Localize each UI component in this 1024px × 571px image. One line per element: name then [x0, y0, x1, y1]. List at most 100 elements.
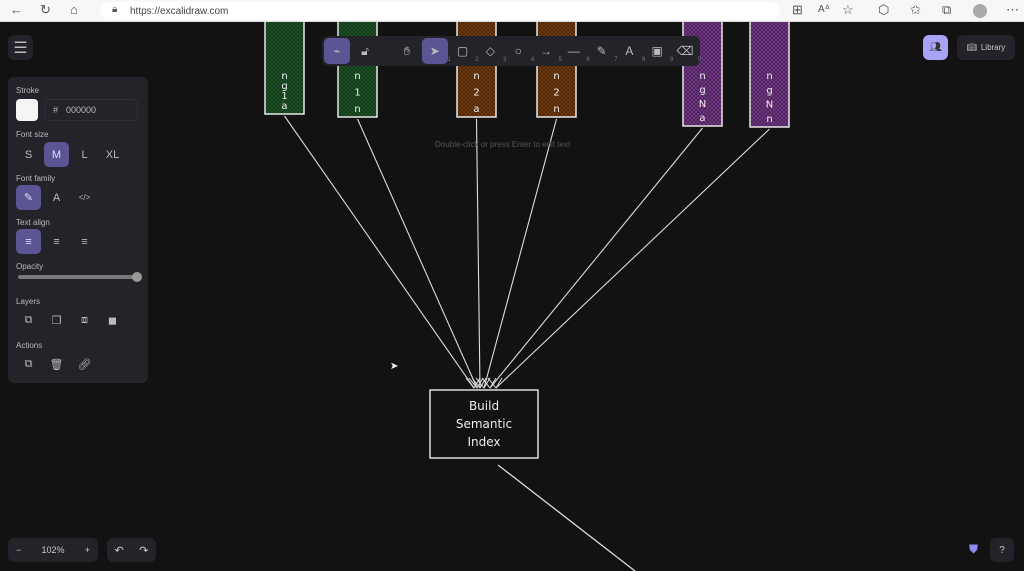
opacity-slider[interactable]	[18, 272, 142, 282]
arrowhead	[468, 377, 484, 389]
apps-icon[interactable]: ⊞	[792, 2, 803, 17]
tool-shortcut: 3	[503, 57, 507, 63]
tool-image[interactable]: ▣9	[644, 38, 674, 64]
stroke-hex-input[interactable]: #000000	[44, 99, 138, 121]
tool-rectangle[interactable]: ▢2	[450, 38, 479, 64]
column-letter: g	[699, 85, 705, 96]
tool-ellipse[interactable]: ○4	[505, 38, 535, 64]
font-code-icon[interactable]: </>	[78, 193, 91, 202]
address-bar[interactable]: https://excalidraw.com	[100, 2, 780, 20]
tool-shortcut: 4	[530, 57, 535, 63]
column-letter: a	[281, 101, 287, 112]
send-backward-icon[interactable]: ❐	[51, 315, 62, 327]
column-letter: 1	[281, 91, 287, 102]
column-letter: n	[766, 114, 772, 125]
tool-hand[interactable]: ✋︎	[394, 38, 420, 64]
zoom-reset-button[interactable]: 102%	[41, 545, 65, 555]
link-icon[interactable]: 🔗︎	[77, 359, 92, 371]
redo-icon[interactable]: ↷	[139, 544, 149, 557]
shield-icon[interactable]: ⛊	[969, 542, 979, 556]
column-letter: 2	[473, 88, 479, 99]
column-letter: N	[699, 99, 706, 110]
text-align-label: Text align	[16, 218, 50, 227]
arrowhead	[475, 377, 491, 389]
tool-shortcut: 0	[697, 57, 701, 63]
line-icon: —	[567, 44, 580, 58]
image-icon: ▣	[651, 44, 663, 58]
column-letter: a	[699, 113, 705, 124]
keep-tool-active-button[interactable]: ⌁	[324, 38, 350, 64]
tool-selection[interactable]: ➤1	[421, 38, 451, 64]
font-size-s[interactable]: S	[24, 148, 33, 161]
connector-arrow	[475, 118, 481, 389]
actions-label: Actions	[16, 341, 43, 350]
zoom-out-button[interactable]: −	[16, 545, 22, 555]
font-hand-drawn-icon[interactable]: ✎	[16, 185, 41, 210]
lock-icon: 🔒︎	[112, 4, 118, 15]
delete-icon[interactable]: 🗑︎	[49, 359, 64, 371]
tool-draw[interactable]: ✎7	[589, 38, 618, 64]
favorites-icon[interactable]: ✩	[910, 2, 921, 17]
tool-shortcut: 9	[669, 57, 674, 63]
profile-avatar[interactable]	[973, 4, 987, 18]
font-size-l[interactable]: L	[81, 148, 88, 161]
font-size-label: Font size	[16, 130, 49, 139]
browser-bar: ← ↻ ⌂ https://excalidraw.com 🔒︎ ⊞ Aᐞ ☆ ⬡…	[0, 0, 1024, 22]
tool-eraser[interactable]: ⌫0	[672, 38, 701, 64]
rectangle-icon: ▢	[456, 44, 469, 58]
sticky-column	[749, 22, 790, 128]
column-letter: 2	[553, 88, 559, 99]
undo-redo-controls: ↶↷	[107, 538, 156, 562]
home-icon[interactable]: ⌂	[70, 2, 78, 17]
hex-value: 000000	[66, 105, 97, 115]
tool-line[interactable]: —6	[561, 38, 590, 64]
font-normal-icon[interactable]: A	[52, 191, 61, 204]
align-left-icon[interactable]: ≡	[16, 229, 41, 254]
collaborate-button[interactable]: 👥︎	[923, 35, 948, 60]
column-letter: n	[553, 104, 559, 115]
refresh-icon[interactable]: ↻	[40, 2, 51, 17]
diamond-icon: ◇	[485, 44, 495, 58]
tool-diamond[interactable]: ◇3	[477, 38, 507, 64]
opacity-slider-thumb[interactable]	[132, 272, 142, 282]
ellipse-icon: ○	[514, 44, 522, 58]
undo-icon[interactable]: ↶	[114, 544, 124, 557]
tool-arrow[interactable]: →5	[533, 38, 562, 64]
back-icon[interactable]: ←	[10, 2, 23, 17]
zoom-in-button[interactable]: +	[84, 545, 90, 555]
library-button[interactable]: 📖︎Library	[957, 35, 1015, 60]
column-letter: n	[473, 71, 479, 82]
read-aloud-icon[interactable]: Aᐞ	[818, 4, 831, 15]
eraser-icon: ⌫	[676, 44, 694, 58]
connector-arrow	[356, 118, 478, 389]
align-center-icon[interactable]: ≡	[53, 235, 60, 248]
help-button[interactable]: ?	[990, 538, 1014, 562]
column-letter: a	[473, 104, 479, 115]
box-text-line: Semantic	[456, 417, 512, 431]
tool-shortcut: 2	[475, 57, 479, 63]
extensions-icon[interactable]: ⬡	[878, 2, 890, 17]
box-text-line: Index	[467, 435, 500, 449]
bring-to-front-icon[interactable]: ◼	[107, 315, 118, 327]
connector-arrow	[284, 115, 475, 389]
favorite-icon[interactable]: ☆	[842, 2, 854, 17]
font-size-m[interactable]: M	[44, 142, 69, 167]
align-right-icon[interactable]: ≡	[81, 235, 88, 248]
collections-icon[interactable]: ⧉	[942, 2, 952, 17]
hash-label: #	[53, 105, 59, 115]
bring-forward-icon[interactable]: ⧈	[81, 314, 88, 326]
text-icon: A	[625, 44, 634, 58]
send-to-back-icon[interactable]: ⧉	[24, 314, 33, 326]
tool-shortcut: 5	[558, 57, 562, 63]
stroke-color-swatch[interactable]	[16, 99, 38, 121]
duplicate-icon[interactable]: ⧉	[24, 358, 33, 370]
main-menu-button[interactable]: ☰	[8, 35, 33, 60]
properties-panel: Stroke #000000 Font size S M L XL Font f…	[8, 77, 148, 383]
more-icon[interactable]: ⋯	[1006, 2, 1019, 17]
column-letter: n	[281, 71, 287, 82]
lock-tool-button[interactable]: 🔓︎	[361, 43, 369, 58]
font-size-xl[interactable]: XL	[105, 148, 120, 161]
url-text: https://excalidraw.com	[130, 5, 229, 17]
